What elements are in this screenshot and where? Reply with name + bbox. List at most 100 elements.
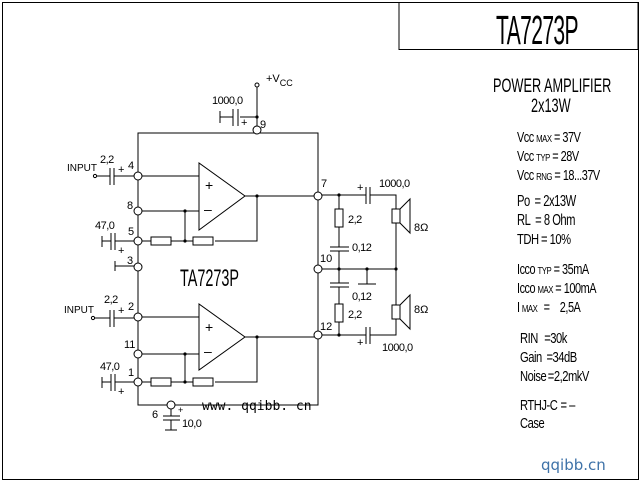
feedback-resistor-2 xyxy=(192,377,214,387)
amp1-minus: – xyxy=(204,201,212,217)
zobel-cap-1-value: 0,12 xyxy=(352,242,372,254)
input-cap-2-value: 2,2 xyxy=(104,294,118,306)
spec-rthj: RTHJ-C= – xyxy=(520,397,577,414)
svg-text:+: + xyxy=(357,337,363,349)
subtitle-line1: POWER AMPLIFIER xyxy=(493,75,611,96)
spec-gain: Gain=34dB xyxy=(520,349,578,366)
svg-text:+: + xyxy=(178,405,183,415)
input-2-terminal[interactable] xyxy=(90,315,96,321)
pin-10[interactable] xyxy=(313,264,323,274)
pin-10-label: 10 xyxy=(320,253,332,265)
svg-text:Case: Case xyxy=(520,415,544,432)
svg-text:Po= 2x13W: Po= 2x13W xyxy=(517,192,576,209)
svg-text:+: + xyxy=(118,245,124,257)
fb-cap-2-value: 47,0 xyxy=(100,361,120,373)
chip-label: TA7273P xyxy=(180,265,239,292)
svg-text:+: + xyxy=(241,117,247,129)
pin-1-label: 1 xyxy=(128,367,134,379)
pin-4[interactable] xyxy=(133,171,143,181)
zobel-resistor-2 xyxy=(334,303,344,323)
input-resistor-1 xyxy=(150,236,172,246)
ic-bottom-wire xyxy=(137,388,319,406)
amp2-plus: + xyxy=(205,319,213,335)
svg-text:+: + xyxy=(118,164,124,176)
svg-text:RL= 8 Ohm: RL= 8 Ohm xyxy=(517,211,575,228)
pin-9-label: 9 xyxy=(260,119,266,131)
pin-5-label: 5 xyxy=(128,226,134,238)
spec-tdh: TDH= 10% xyxy=(517,231,572,248)
pin-6[interactable] xyxy=(166,400,176,410)
spec-rl: RL= 8 Ohm xyxy=(517,211,576,228)
title-text: TA7273P xyxy=(496,8,578,53)
svg-text:+: + xyxy=(118,305,124,317)
speaker-2-label: 8Ω xyxy=(414,304,428,316)
input-2-label: INPUT xyxy=(64,305,94,316)
svg-text:+: + xyxy=(118,386,124,398)
spec-noise: Noise=2,2mkV xyxy=(520,368,590,385)
circuit: +VCC + 1000,0 9 + – INPUT xyxy=(64,73,428,431)
feedback-resistor-1 xyxy=(192,236,214,246)
svg-text:RIN=30k: RIN=30k xyxy=(520,330,568,347)
pin-11-label: 11 xyxy=(124,339,135,351)
zobel-cap-2-value: 0,12 xyxy=(352,291,372,303)
zobel-res-2-value: 2,2 xyxy=(348,309,362,321)
amp2-minus: – xyxy=(204,343,212,359)
pin-11[interactable] xyxy=(133,349,143,359)
pin-5[interactable] xyxy=(133,236,143,246)
vcc-terminal[interactable] xyxy=(254,82,260,88)
svg-text:RTHJ-C= –: RTHJ-C= – xyxy=(520,397,576,414)
title-block: TA7273P xyxy=(398,2,639,53)
supply-cap-value: 1000,0 xyxy=(212,95,243,107)
pin-7[interactable] xyxy=(313,191,323,201)
input-1-terminal[interactable] xyxy=(92,173,98,179)
pin-2-label: 2 xyxy=(128,301,134,313)
pin-6-label: 6 xyxy=(152,409,158,421)
input-1-label: INPUT xyxy=(67,163,97,174)
input-cap-1-value: 2,2 xyxy=(100,154,114,166)
pin-3[interactable] xyxy=(133,262,143,272)
speaker-1-label: 8Ω xyxy=(414,222,428,234)
pin-9[interactable] xyxy=(252,125,262,135)
vcc-label: +VCC xyxy=(266,73,293,88)
out-cap-2-value: 1000,0 xyxy=(382,342,413,354)
amp1-plus: + xyxy=(205,177,213,193)
out-cap-1-value: 1000,0 xyxy=(379,178,410,190)
pin-7-label: 7 xyxy=(321,178,327,190)
fb-cap-1-value: 47,0 xyxy=(95,220,115,232)
spec-case: Case xyxy=(520,415,545,432)
ic-left-rail xyxy=(137,132,319,389)
zobel-res-1-value: 2,2 xyxy=(348,214,362,226)
ripple-cap-value: 10,0 xyxy=(182,418,202,430)
svg-text:TDH= 10%: TDH= 10% xyxy=(517,231,571,248)
speaker-1-icon xyxy=(391,197,411,235)
inline-watermark: www. qqibb. cn xyxy=(202,399,312,414)
amplifier-1 xyxy=(198,162,246,231)
pin-1[interactable] xyxy=(133,377,143,387)
supply-capacitor: + 1000,0 xyxy=(212,95,247,129)
spec-rin: RIN=30k xyxy=(520,330,568,347)
pin-12-label: 12 xyxy=(320,321,332,333)
title-box xyxy=(398,2,639,50)
amplifier-2 xyxy=(198,303,246,371)
subtitle-line2: 2x13W xyxy=(531,95,571,116)
pin-8-label: 8 xyxy=(127,200,133,212)
svg-text:Noise=2,2mkV: Noise=2,2mkV xyxy=(520,368,590,385)
zobel-resistor-1 xyxy=(334,208,344,228)
corner-watermark: qqibb.cn xyxy=(541,456,606,474)
pin-4-label: 4 xyxy=(128,160,134,172)
pin-8[interactable] xyxy=(133,206,143,216)
pin-2[interactable] xyxy=(133,312,143,322)
